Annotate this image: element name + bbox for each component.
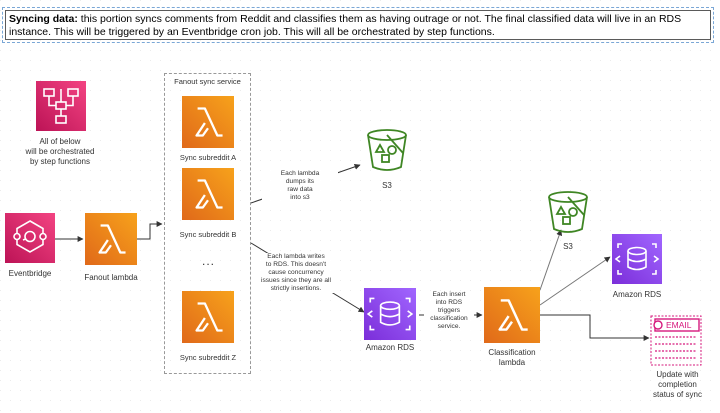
edge-label-rds-write-line: issues since they are all: [260, 277, 331, 284]
edge-label-insert-line: classification: [430, 315, 468, 322]
eventbridge-label: Eventbridge: [8, 269, 52, 278]
sync-subreddit-b-icon[interactable]: [182, 168, 234, 220]
step-functions-label-line-3: by step functions: [29, 157, 91, 166]
sync-subreddit-z-label: Sync subreddit Z: [179, 353, 237, 362]
edge-label-dump: Each lambda dumps its raw data into s3: [262, 170, 338, 202]
edge-label-rds-write-line: Each lambda writes: [267, 253, 325, 260]
edge-label-insert-line: service.: [437, 323, 461, 330]
step-functions-label-line-2: will be orchestrated: [25, 147, 95, 156]
edge-label-insert: Each insert into RDS triggers classifica…: [424, 291, 474, 331]
edge-label-insert-line: triggers: [438, 307, 460, 314]
edge-classification-email: [540, 314, 650, 341]
edge-label-dump-line: dumps its: [285, 178, 315, 185]
amazon-rds-icon[interactable]: [612, 234, 662, 284]
classification-lambda-icon[interactable]: [484, 287, 540, 343]
edge-label-rds-write-line: cause concurrency: [268, 269, 324, 276]
email-label-line-1: Update with: [656, 370, 699, 379]
email-badge: EMAIL: [666, 320, 692, 330]
amazon-rds-icon[interactable]: [364, 288, 416, 340]
step-functions-label: All of below will be orchestrated by ste…: [10, 137, 110, 167]
note-heading: Syncing data:: [9, 13, 78, 25]
step-functions-icon[interactable]: [36, 81, 86, 131]
note-text: this portion syncs comments from Reddit …: [9, 13, 682, 38]
sync-subreddit-b-label: Sync subreddit B: [179, 230, 237, 239]
fanout-sync-service-group: [164, 73, 251, 374]
s3-bucket-icon[interactable]: [362, 125, 412, 175]
amazon-rds-mid-label: Amazon RDS: [365, 343, 415, 352]
description-note: Syncing data: this portion syncs comment…: [2, 7, 714, 43]
edge-classification-rds: [539, 256, 611, 306]
s3-top-label: S3: [382, 181, 392, 190]
fanout-lambda-icon[interactable]: [85, 213, 137, 265]
email-label-line-3: status of sync: [653, 390, 702, 399]
group-title: Fanout sync service: [174, 77, 241, 86]
amazon-rds-right-label: Amazon RDS: [612, 290, 662, 299]
classification-label-line-1: Classification: [488, 348, 536, 357]
email-label: Update with completion status of sync: [640, 370, 715, 400]
sync-subreddit-a-label: Sync subreddit A: [179, 153, 237, 162]
edge-label-rds-write-line: to RDS. This doesn't: [265, 261, 327, 268]
edge-label-rds-write-line: strictly insertions.: [270, 285, 322, 292]
edge-fanout-group: [137, 221, 163, 240]
edge-classification-s3: [539, 229, 563, 291]
s3-bucket-icon[interactable]: [543, 187, 593, 237]
eventbridge-icon[interactable]: [5, 213, 55, 263]
classification-lambda-label: Classification lambda: [477, 348, 547, 368]
edge-label-insert-line: into RDS: [435, 299, 463, 306]
edge-label-insert-line: Each insert: [432, 291, 466, 298]
step-functions-label-line-1: All of below: [39, 137, 81, 146]
fanout-lambda-label: Fanout lambda: [84, 273, 138, 282]
more-lambdas-ellipsis: ...: [202, 254, 216, 268]
sync-subreddit-z-icon[interactable]: [182, 291, 234, 343]
edge-label-dump-line: into s3: [290, 194, 310, 201]
classification-label-line-2: lambda: [498, 358, 526, 367]
email-icon[interactable]: [649, 315, 703, 367]
s3-right-label: S3: [563, 242, 573, 251]
edge-label-dump-line: raw data: [287, 186, 313, 193]
email-label-line-2: completion: [658, 380, 697, 389]
sync-subreddit-a-icon[interactable]: [182, 96, 234, 148]
edge-label-dump-line: Each lambda: [280, 170, 320, 177]
edge-label-rds-write: Each lambda writes to RDS. This doesn't …: [252, 253, 340, 293]
